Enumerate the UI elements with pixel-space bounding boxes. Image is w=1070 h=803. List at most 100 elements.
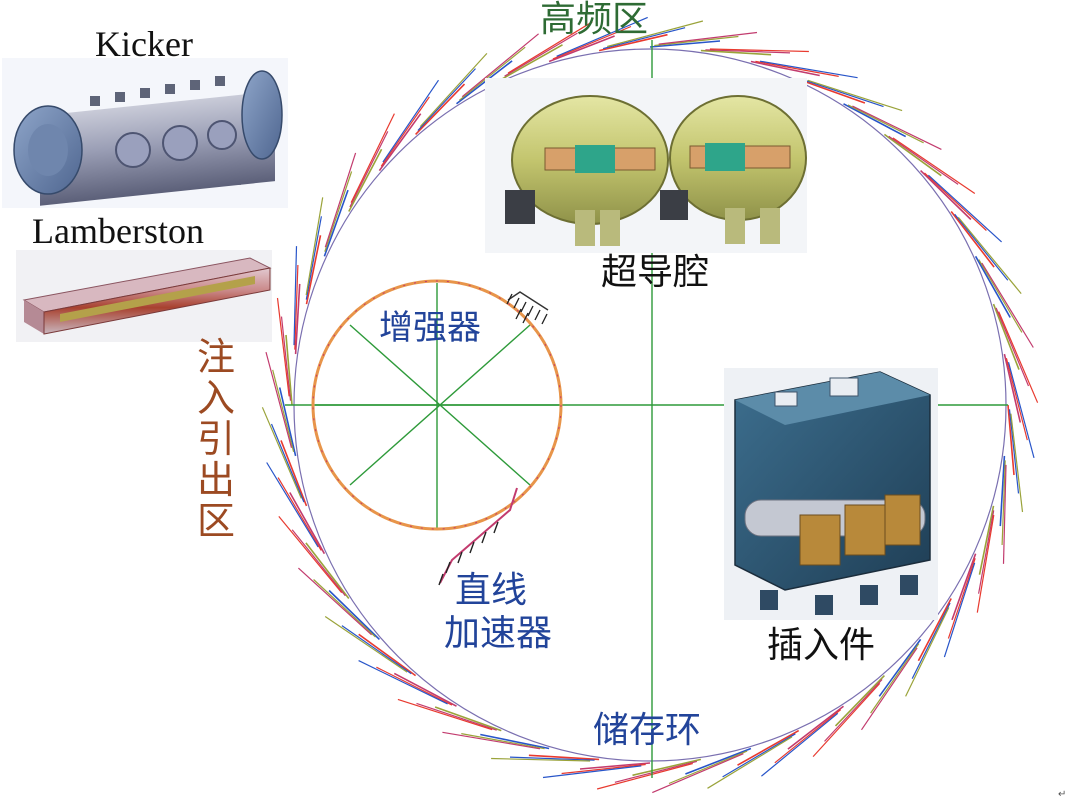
storage-ring-segment	[1005, 357, 1028, 441]
storage-ring-segment	[265, 351, 293, 448]
storage-ring-segment	[632, 758, 702, 777]
storage-ring-segment	[707, 736, 793, 789]
storage-ring-segment	[378, 113, 422, 172]
linac	[438, 487, 518, 586]
storage-ring-segment	[397, 698, 493, 731]
storage-ring-segment	[812, 682, 881, 758]
storage-ring-segment	[350, 113, 395, 203]
storage-ring-segment	[998, 311, 1039, 403]
storage-ring-segment	[434, 706, 502, 732]
storage-ring-segment	[917, 598, 952, 662]
storage-ring-segment	[305, 197, 324, 296]
storage-ring-segment	[658, 31, 758, 45]
storage-ring-segment	[293, 246, 298, 346]
storage-ring-segment	[722, 733, 796, 778]
storage-ring-segment	[266, 462, 319, 548]
storage-ring-segment	[561, 763, 646, 775]
transfer-line-booster-to-ring	[506, 291, 549, 325]
storage-ring-segment	[324, 171, 353, 252]
storage-ring-segment	[995, 307, 1030, 387]
injection-region-char: 入	[197, 376, 236, 421]
storage-ring-segment	[755, 60, 839, 77]
storage-ring-segment	[888, 135, 959, 185]
storage-ring-segment	[607, 20, 704, 48]
sc-cavity-label: 超导腔	[601, 252, 710, 293]
storage-ring-segment	[458, 46, 526, 101]
storage-ring-segment	[417, 68, 476, 131]
linac-label-line2: 加速器	[444, 613, 553, 654]
storage-ring-label: 储存环	[593, 710, 702, 751]
storage-ring-segment	[978, 505, 995, 575]
storage-ring-segment	[920, 170, 972, 221]
storage-ring-segment	[1010, 413, 1024, 513]
storage-ring-segment	[976, 514, 995, 613]
scan-mark: ↵	[1058, 789, 1066, 800]
storage-ring-segment	[978, 510, 995, 594]
storage-ring-segment	[602, 27, 686, 50]
storage-ring-segment	[911, 602, 951, 679]
storage-ring-segment	[668, 750, 748, 785]
linac-label-line1: 直线	[455, 570, 528, 611]
storage-ring-segment	[324, 152, 357, 248]
storage-ring-segment	[280, 316, 292, 401]
storage-ring-segment	[393, 672, 457, 707]
insertion-device-label: 插入件	[767, 625, 876, 666]
storage-ring-segment	[709, 48, 809, 53]
storage-ring-segment	[297, 567, 373, 636]
storage-ring-segment	[892, 137, 976, 194]
undulator-icon	[724, 368, 938, 620]
storage-ring-segment	[834, 675, 885, 727]
storage-ring-segment	[951, 553, 977, 621]
storage-ring-segment	[491, 757, 591, 762]
storage-ring-segment	[737, 729, 800, 766]
storage-ring-segment	[305, 216, 322, 300]
storage-ring-segment	[278, 516, 343, 594]
storage-ring-segment	[305, 542, 350, 599]
storage-ring-segment	[380, 96, 430, 167]
storage-ring-segment	[285, 334, 293, 406]
storage-ring-segment	[943, 562, 976, 658]
storage-ring-segment	[649, 40, 721, 48]
storage-ring-segment	[1007, 404, 1015, 476]
storage-ring-segment	[761, 712, 839, 777]
storage-ring-segment	[500, 44, 563, 81]
storage-ring-segment	[705, 49, 791, 54]
storage-ring-segment	[843, 103, 907, 138]
injection-region-label: 注 入 引 出 区	[197, 336, 236, 544]
injection-region-char: 区	[197, 499, 236, 544]
storage-ring-segment	[289, 492, 326, 555]
storage-ring-segment	[798, 78, 866, 104]
storage-ring-segment	[954, 213, 1009, 281]
storage-ring-segment	[847, 104, 924, 144]
kicker-label: Kicker	[95, 24, 193, 64]
storage-ring-segment	[328, 589, 380, 640]
storage-ring-segment	[419, 52, 488, 128]
storage-ring-segment	[324, 616, 408, 673]
storage-ring-segment	[700, 49, 772, 56]
storage-ring-segment	[957, 216, 1022, 294]
storage-ring	[261, 16, 1039, 794]
storage-ring-segment	[442, 731, 541, 750]
storage-ring-segment	[878, 638, 922, 697]
storage-ring-segment	[978, 259, 1023, 333]
storage-ring-segment	[270, 423, 305, 503]
storage-ring-segment	[981, 262, 1034, 348]
storage-ring-segment	[509, 756, 595, 761]
storage-ring-segment	[579, 762, 651, 770]
storage-ring-segment	[341, 625, 412, 675]
storage-ring-segment	[291, 529, 346, 597]
kicker-magnet-icon	[2, 58, 288, 208]
storage-ring-segment	[480, 733, 550, 750]
storage-ring-segment	[504, 32, 578, 77]
storage-ring-segment	[277, 477, 322, 551]
storage-ring-segment	[654, 35, 739, 47]
storage-ring-segment	[685, 747, 752, 775]
storage-ring-segment	[528, 754, 600, 761]
storage-ring-segment	[824, 679, 883, 742]
storage-ring-segment	[596, 762, 693, 790]
storage-ring-segment	[750, 60, 820, 77]
storage-ring-segment	[416, 702, 497, 731]
storage-ring-segment	[852, 105, 942, 150]
storage-ring-segment	[294, 283, 301, 355]
